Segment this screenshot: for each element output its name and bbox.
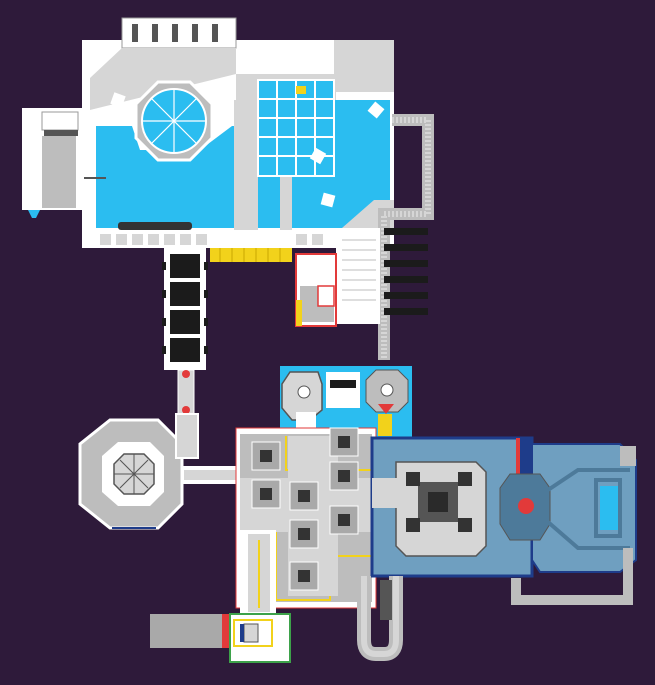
west-lockers-gap bbox=[44, 130, 78, 136]
dock-pad-red-edge bbox=[222, 614, 230, 648]
control-room bbox=[280, 366, 412, 458]
stairwell-hull bbox=[336, 228, 380, 324]
float-tile-1 bbox=[110, 92, 126, 108]
docking-pod-center bbox=[380, 383, 394, 397]
east-wing-bay bbox=[600, 486, 618, 530]
pool-bench bbox=[118, 222, 192, 230]
stairwell bbox=[295, 228, 428, 327]
hub-machine[interactable] bbox=[329, 427, 359, 457]
stair-steps bbox=[342, 239, 376, 301]
swimming-pool[interactable] bbox=[96, 100, 258, 228]
reactor-core-inner bbox=[428, 492, 448, 512]
exhaust-bars bbox=[384, 228, 428, 315]
east-wing-track bbox=[546, 468, 630, 550]
central-hub bbox=[235, 427, 400, 614]
pod-alert-marker bbox=[378, 404, 394, 414]
dock-pad-deck bbox=[150, 614, 224, 648]
ledge-tiles bbox=[100, 234, 323, 245]
hub-machine-cores bbox=[260, 436, 350, 582]
south-pipe bbox=[357, 576, 403, 661]
dome-ribs bbox=[142, 89, 206, 153]
dock-pad-accent bbox=[240, 624, 244, 642]
east-wing-south-pipe bbox=[511, 548, 633, 605]
float-tile-3 bbox=[367, 101, 385, 119]
west-thruster bbox=[28, 210, 40, 218]
dock-pad-cargo bbox=[243, 623, 259, 643]
south-pipe-node bbox=[380, 580, 392, 620]
bathhouse-lamp bbox=[296, 86, 306, 94]
hub-machine[interactable] bbox=[329, 505, 359, 535]
stair-west-accent bbox=[317, 285, 335, 307]
east-wing-stub bbox=[620, 446, 636, 466]
hazard-strip-north bbox=[210, 248, 292, 262]
connector-node-1 bbox=[182, 370, 190, 378]
float-tile-2 bbox=[214, 94, 230, 110]
reactor-clamps bbox=[406, 472, 472, 532]
east-conduit-core bbox=[381, 117, 431, 360]
control-console[interactable] bbox=[326, 372, 360, 408]
float-tile-4 bbox=[320, 192, 336, 208]
control-console-screen bbox=[330, 380, 356, 388]
west-lockers-door[interactable] bbox=[41, 111, 79, 131]
engine-rail-studs bbox=[162, 262, 208, 354]
pool-complex bbox=[82, 17, 394, 262]
hazard-strip-marks bbox=[219, 248, 281, 262]
vent-array bbox=[132, 24, 218, 42]
control-octagon-hub bbox=[297, 385, 311, 399]
float-tile-5 bbox=[309, 147, 327, 165]
east-wing-beacon[interactable] bbox=[518, 498, 534, 514]
reactor-walkway bbox=[372, 478, 398, 508]
north-vent-block bbox=[121, 17, 237, 49]
west-lockers-floor bbox=[42, 136, 76, 208]
pod-hazard bbox=[378, 414, 392, 436]
ring-module bbox=[78, 413, 238, 530]
connector-node-2 bbox=[182, 406, 190, 414]
pool-divider bbox=[280, 172, 292, 230]
reactor-lab-red-accent bbox=[516, 438, 520, 478]
west-lockers bbox=[22, 108, 106, 218]
ring-bridge-floor bbox=[184, 470, 236, 480]
south-u-pipe-core bbox=[361, 576, 399, 657]
east-wing bbox=[499, 443, 637, 605]
ring-airlock[interactable] bbox=[175, 413, 199, 459]
dock-pad bbox=[150, 613, 291, 663]
ring-core-spokes bbox=[114, 454, 154, 494]
engine-cells bbox=[170, 254, 200, 362]
pool-walkway bbox=[234, 100, 258, 230]
stair-hazard bbox=[296, 300, 302, 326]
engine-rail bbox=[162, 248, 208, 421]
